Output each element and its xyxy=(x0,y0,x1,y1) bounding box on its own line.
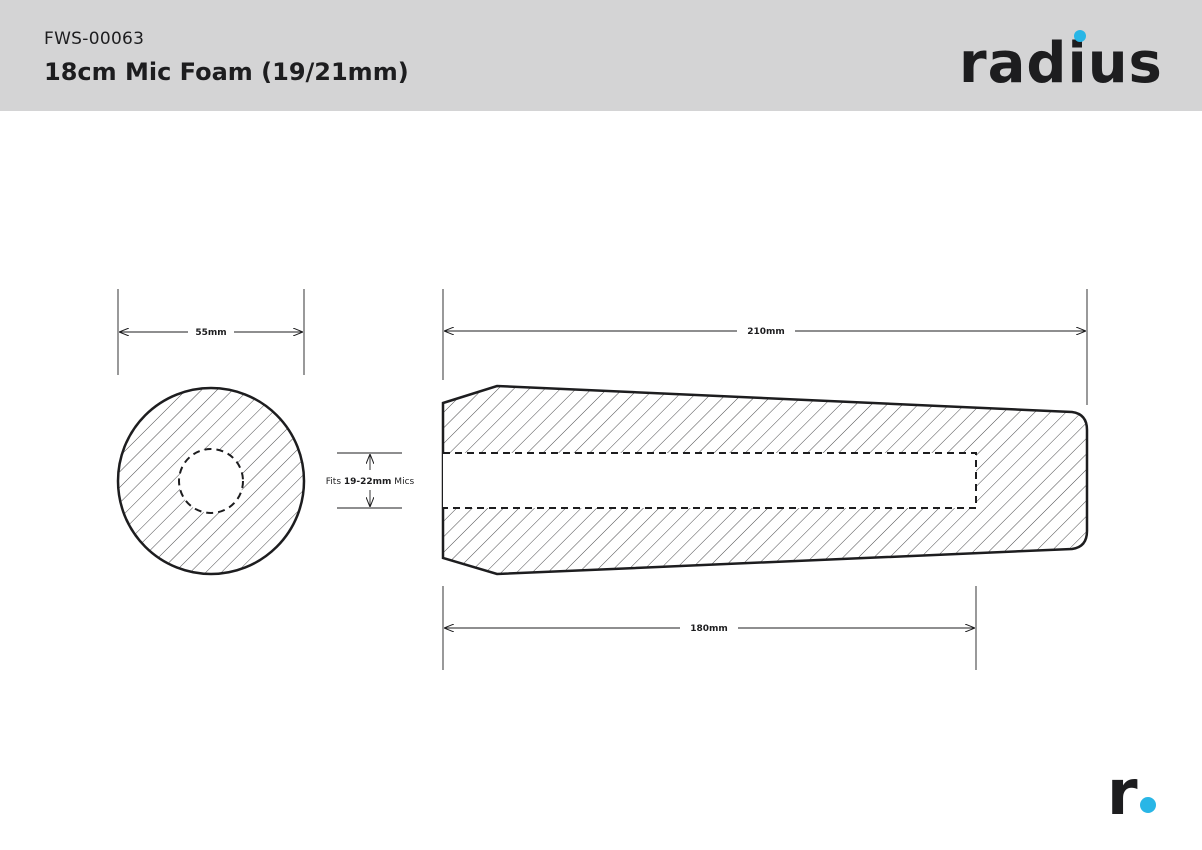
length-label: 210mm xyxy=(747,327,785,337)
mark-dot xyxy=(1140,797,1156,813)
product-code: FWS-00063 xyxy=(44,29,145,49)
diameter-dimension: 55mm xyxy=(117,289,305,375)
insert-length-label: 180mm xyxy=(690,624,728,634)
fit-dimension: Fits 19-22mm Mics xyxy=(326,452,415,509)
product-title: 18cm Mic Foam (19/21mm) xyxy=(44,58,409,86)
diameter-label: 55mm xyxy=(195,328,226,338)
logo-dot xyxy=(1074,30,1086,42)
mic-channel xyxy=(443,453,976,508)
end-view xyxy=(116,386,306,576)
fits-label: Fits 19-22mm Mics xyxy=(326,477,415,487)
header-bar: FWS-00063 18cm Mic Foam (19/21mm) radius xyxy=(0,0,1202,111)
mark-letter: r xyxy=(1107,762,1138,822)
mic-channel-outline xyxy=(443,452,977,509)
length-dimension: 210mm xyxy=(442,289,1088,405)
side-view xyxy=(441,384,1089,576)
insert-dimension: 180mm xyxy=(442,586,977,670)
radius-mark-icon: r xyxy=(1107,762,1156,822)
mic-hole xyxy=(178,448,244,514)
radius-logo: radius xyxy=(959,30,1163,94)
logo-wordmark: radius xyxy=(959,31,1163,94)
